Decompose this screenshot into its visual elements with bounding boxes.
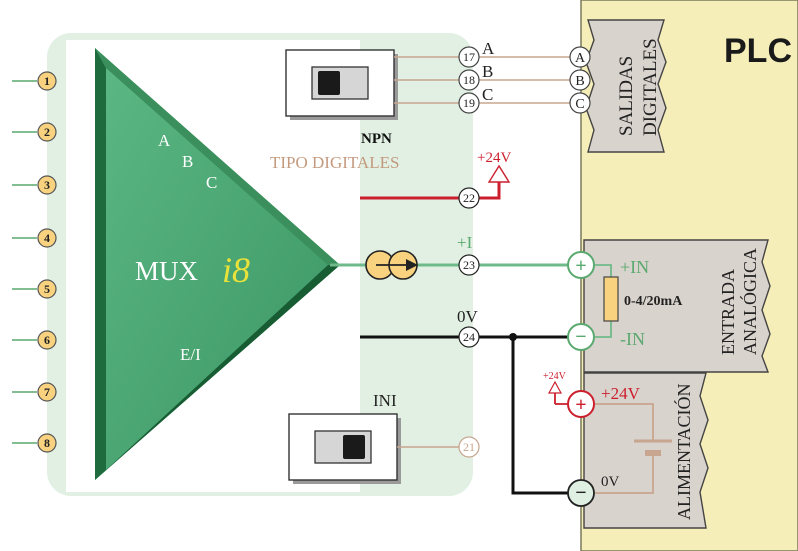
mux-triangle-bevel-bottom (95, 265, 340, 480)
current-source-arrowhead (406, 259, 418, 271)
mux-triangle-bevel-top (95, 48, 340, 265)
plus-icon: + (575, 255, 586, 277)
plc-terminal-a[interactable] (569, 46, 591, 68)
power-plus-label: +24V (601, 384, 641, 403)
minus-icon: − (575, 482, 586, 504)
digital-out-label: A (482, 39, 495, 58)
terminal-number: 17 (463, 50, 475, 64)
channel-label-a: A (158, 131, 171, 150)
minus-icon: − (575, 326, 586, 348)
output-type-caption: TIPO DIGITALES (270, 153, 399, 172)
ini-label: INI (373, 391, 397, 410)
zero-volt-label: 0V (457, 307, 479, 326)
terminal-22[interactable] (458, 187, 480, 209)
terminal-19[interactable] (458, 92, 480, 114)
input-number: 6 (44, 333, 50, 347)
mux-name: MUX (135, 256, 199, 286)
terminal-17[interactable] (458, 46, 480, 68)
plc-power-title: ALIMENTACIÓN (673, 383, 694, 520)
terminal-number: 24 (463, 330, 475, 344)
input-terminal-3[interactable] (37, 175, 57, 195)
analog-minus-label: -IN (620, 329, 645, 349)
npn-switch-knob[interactable] (318, 71, 340, 95)
mux-model: i8 (222, 250, 250, 290)
analog-input-wiring (595, 264, 612, 338)
plc-title: PLC (724, 32, 792, 70)
plc-terminal-letter: B (575, 74, 584, 89)
terminal-number: 19 (463, 96, 475, 110)
io-label: E/I (180, 345, 201, 364)
digital-out-label: C (482, 85, 493, 104)
input-terminal-5[interactable] (37, 279, 57, 299)
current-label: +I (457, 233, 473, 252)
input-terminal-8[interactable] (37, 433, 57, 453)
plc-digital-terminals (569, 46, 591, 114)
plc-terminal-b[interactable] (569, 69, 591, 91)
terminal-24[interactable] (458, 326, 480, 348)
input-terminal-2[interactable] (37, 122, 57, 142)
terminal-number: 18 (463, 73, 475, 87)
terminal-18[interactable] (458, 69, 480, 91)
plc-digital-terminal-letters: A B C (575, 51, 586, 112)
input-terminal-6[interactable] (37, 330, 57, 350)
plc-terminal-letter: A (575, 51, 586, 66)
supply-arrow (487, 164, 511, 183)
zero-volt-branch (511, 337, 568, 495)
digital-out-labels: A B C (482, 39, 495, 104)
digital-terminal-numbers: 17 18 19 (463, 50, 475, 110)
channel-label-c: C (206, 173, 217, 192)
power-plus-terminal[interactable] (567, 390, 595, 418)
plus-icon: + (575, 394, 586, 416)
plc-analog-title-2: ANALÓGICA (739, 248, 760, 355)
plc-terminal-c[interactable] (569, 92, 591, 114)
power-small-arrow (547, 380, 563, 394)
npn-label: NPN (361, 131, 392, 147)
input-number: 7 (44, 385, 50, 399)
analog-plus-terminal[interactable] (567, 251, 595, 279)
terminal-21[interactable] (458, 436, 480, 458)
input-terminal-7[interactable] (37, 382, 57, 402)
analog-plus-label: +IN (620, 257, 649, 277)
analog-minus-terminal[interactable] (567, 323, 595, 351)
power-small-label: +24V (543, 371, 567, 382)
terminal-number: 23 (463, 258, 475, 272)
ini-switch-knob[interactable] (343, 435, 365, 459)
battery-plate-short (645, 450, 661, 456)
terminal-number: 22 (463, 191, 475, 205)
channel-label-b: B (182, 152, 193, 171)
input-terminal-numbers: 1 2 3 4 5 6 7 8 (44, 74, 50, 450)
input-lines (12, 80, 37, 444)
input-number: 8 (44, 436, 50, 450)
digital-out-label: B (482, 62, 493, 81)
input-number: 3 (44, 178, 50, 192)
input-number: 4 (44, 231, 50, 245)
input-terminals (37, 71, 57, 453)
digital-terminals (458, 46, 480, 114)
input-terminal-4[interactable] (37, 228, 57, 248)
plc-terminal-letter: C (575, 97, 584, 112)
power-minus-label: 0V (601, 474, 620, 490)
supply-wire (360, 182, 501, 200)
plc-digital-title-1: SALIDAS (616, 56, 637, 136)
input-number: 1 (44, 74, 50, 88)
terminal-number: 21 (463, 440, 475, 454)
input-terminal-1[interactable] (37, 71, 57, 91)
power-minus-terminal[interactable] (567, 479, 595, 507)
junction-dot (509, 333, 517, 341)
resistor-label: 0-4/20mA (624, 294, 683, 309)
resistor-icon (603, 276, 619, 322)
mux-triangle (95, 48, 340, 480)
input-number: 5 (44, 282, 50, 296)
plc-digital-title-2: DIGITALES (640, 38, 661, 136)
mux-triangle-bevel-left (95, 48, 106, 480)
plc-digital-block (585, 19, 667, 153)
supply-label: +24V (477, 150, 511, 166)
plc-analog-block (583, 239, 771, 373)
input-number: 2 (44, 125, 50, 139)
terminal-23[interactable] (458, 254, 480, 276)
plc-analog-title-1: ENTRADA (718, 269, 738, 355)
digital-wires (394, 56, 573, 104)
power-wiring (595, 403, 654, 494)
